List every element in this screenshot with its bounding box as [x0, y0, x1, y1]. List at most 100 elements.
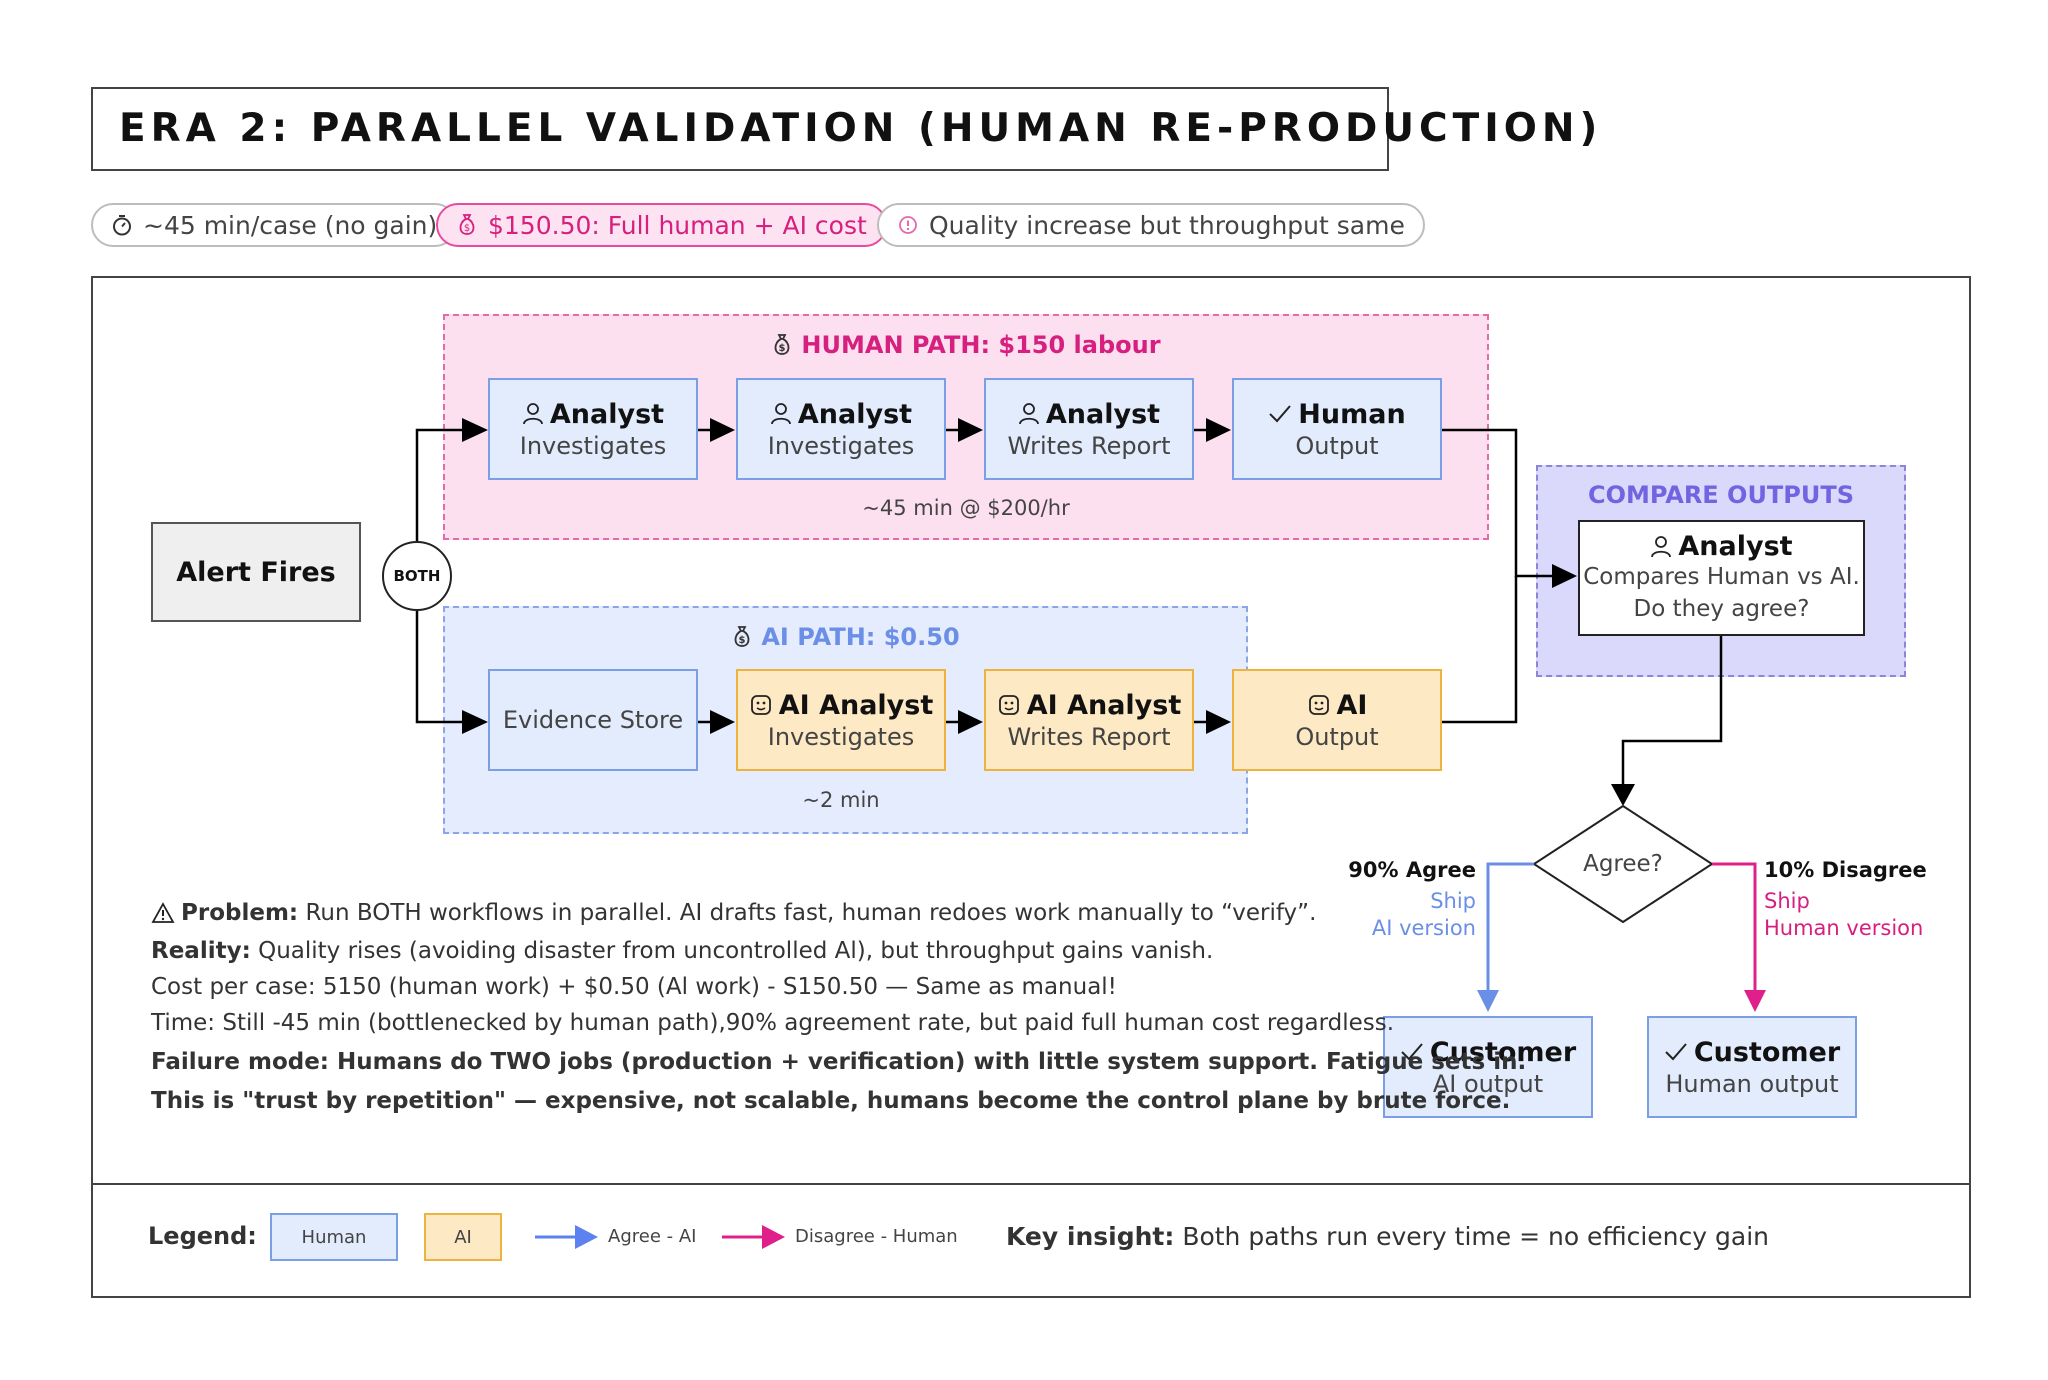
compare-analyst-node: Analyst Compares Human vs AI. Do they ag… [1578, 520, 1865, 636]
human-path-note: ~45 min @ $200/hr [862, 496, 1070, 520]
title-box: ERA 2: PARALLEL VALIDATION (HUMAN RE-PRO… [91, 87, 1597, 171]
ai-node-analyst-investigates: AI Analyst Investigates [736, 669, 946, 771]
agree-ship: Ship AI version [1320, 888, 1476, 943]
customer-head: Customer [1429, 1036, 1577, 1068]
quality-pill-text: Quality increase but throughput same [929, 210, 1405, 240]
node-head: AI Analyst [1026, 689, 1182, 721]
key-insight-label: Key insight: [1006, 1222, 1175, 1251]
money-bag-icon: $ [771, 333, 793, 357]
compare-title-text: COMPARE OUTPUTS [1587, 481, 1855, 509]
agree-ship-line-1: Ship [1430, 889, 1476, 913]
legend-title: Legend: [148, 1222, 257, 1250]
human-node-output: Human Output [1232, 378, 1442, 480]
time-line: Time: Still -45 min (bottlenecked by hum… [151, 1010, 1395, 1036]
both-junction: BOTH [382, 541, 452, 611]
human-node-analyst-investigates-2: Analyst Investigates [736, 378, 946, 480]
node-sub: Evidence Store [502, 706, 684, 734]
human-path-title-text: HUMAN PATH: $150 labour [801, 331, 1161, 359]
warning-icon [151, 902, 175, 924]
robot-face-icon [997, 693, 1021, 717]
node-sub: Investigates [767, 431, 915, 460]
time-pill: ~45 min/case (no gain) [91, 203, 458, 247]
svg-text:$: $ [779, 343, 786, 354]
node-head: Analyst [549, 398, 665, 430]
customer-sub: AI output [1432, 1069, 1544, 1098]
cost-pill-text: $150.50: Full human + AI cost [488, 210, 867, 240]
disagree-ship: Ship Human version [1764, 888, 1923, 943]
customer-head: Customer [1693, 1036, 1841, 1068]
alert-fires-node: Alert Fires [151, 522, 361, 622]
robot-face-icon [1307, 693, 1331, 717]
stopwatch-icon [111, 214, 133, 236]
ai-node-analyst-writes-report: AI Analyst Writes Report [984, 669, 1194, 771]
cost-pill: $ $150.50: Full human + AI cost [436, 203, 887, 247]
svg-text:$: $ [464, 223, 470, 234]
ai-node-evidence-store: Evidence Store [488, 669, 698, 771]
person-icon [522, 402, 544, 426]
decision-diamond [1532, 804, 1714, 924]
money-bag-icon: $ [731, 625, 753, 649]
human-node-analyst-writes-report: Analyst Writes Report [984, 378, 1194, 480]
node-sub: Investigates [767, 722, 915, 751]
node-head: Human [1298, 398, 1406, 430]
compare-line-1: Compares Human vs AI. [1583, 564, 1860, 591]
cost-line: Cost per case: 5150 (human work) + $0.50… [151, 974, 1117, 1000]
decision-label: Agree? [1583, 851, 1663, 877]
compare-line-2: Do they agree? [1633, 595, 1810, 622]
money-bag-icon: $ [456, 213, 478, 237]
failure-mode-line: Failure mode: Humans do TWO jobs (produc… [151, 1049, 1527, 1075]
disagree-ship-line-2: Human version [1764, 916, 1924, 941]
ai-node-output: AI Output [1232, 669, 1442, 771]
node-head: AI [1336, 689, 1368, 721]
node-head: Analyst [1045, 398, 1161, 430]
problem-line: Problem: Run BOTH workflows in parallel.… [151, 900, 1316, 926]
reality-line: Reality: Quality rises (avoiding disaste… [151, 938, 1213, 964]
person-icon [770, 402, 792, 426]
ai-path-title: $ AI PATH: $0.50 [443, 620, 1248, 654]
node-sub: Investigates [519, 431, 667, 460]
reality-label: Reality: [151, 938, 251, 964]
problem-label: Problem: [181, 900, 299, 926]
problem-text: Run BOTH workflows in parallel. AI draft… [305, 900, 1317, 926]
ai-path-note: ~2 min [802, 788, 880, 812]
customer-human-output-node: Customer Human output [1647, 1016, 1857, 1118]
person-icon [1650, 535, 1672, 559]
reality-text: Quality rises (avoiding disaster from un… [258, 938, 1214, 964]
disagree-ship-line-1: Ship [1764, 889, 1810, 913]
compare-head: Analyst [1678, 531, 1793, 563]
human-node-analyst-investigates-1: Analyst Investigates [488, 378, 698, 480]
svg-text:$: $ [739, 635, 746, 646]
check-icon [1400, 1041, 1424, 1063]
quality-pill: Quality increase but throughput same [877, 203, 1425, 247]
compare-title: COMPARE OUTPUTS [1536, 479, 1906, 511]
time-pill-text: ~45 min/case (no gain) [143, 210, 438, 240]
check-icon [1268, 403, 1292, 425]
node-sub: Output [1295, 431, 1379, 460]
legend-disagree-label: Disagree - Human [795, 1226, 958, 1247]
person-icon [1018, 402, 1040, 426]
customer-ai-output-node: Customer AI output [1383, 1016, 1593, 1118]
agree-ship-line-2: AI version [1371, 916, 1476, 941]
agree-label: 90% Agree [1348, 858, 1476, 882]
page-title: ERA 2: PARALLEL VALIDATION (HUMAN RE-PRO… [119, 106, 1603, 151]
key-insight: Key insight: Both paths run every time =… [1006, 1222, 1769, 1251]
check-icon [1664, 1041, 1688, 1063]
node-head: AI Analyst [778, 689, 934, 721]
legend-ai-swatch: AI [424, 1213, 502, 1261]
node-sub: Output [1295, 722, 1379, 751]
node-sub: Writes Report [1007, 431, 1171, 460]
info-circle-icon [897, 214, 919, 236]
ai-path-title-text: AI PATH: $0.50 [761, 623, 960, 651]
legend-divider [91, 1183, 1971, 1185]
robot-face-icon [749, 693, 773, 717]
legend-agree-label: Agree - AI [608, 1226, 697, 1247]
key-insight-text: Both paths run every time = no efficienc… [1182, 1222, 1769, 1251]
legend-human-swatch: Human [270, 1213, 398, 1261]
human-path-title: $ HUMAN PATH: $150 labour [443, 328, 1489, 362]
node-sub: Writes Report [1007, 722, 1171, 751]
trust-line: This is "trust by repetition" — expensiv… [151, 1088, 1511, 1114]
node-head: Analyst [797, 398, 913, 430]
disagree-label: 10% Disagree [1764, 858, 1927, 882]
customer-sub: Human output [1665, 1069, 1839, 1098]
